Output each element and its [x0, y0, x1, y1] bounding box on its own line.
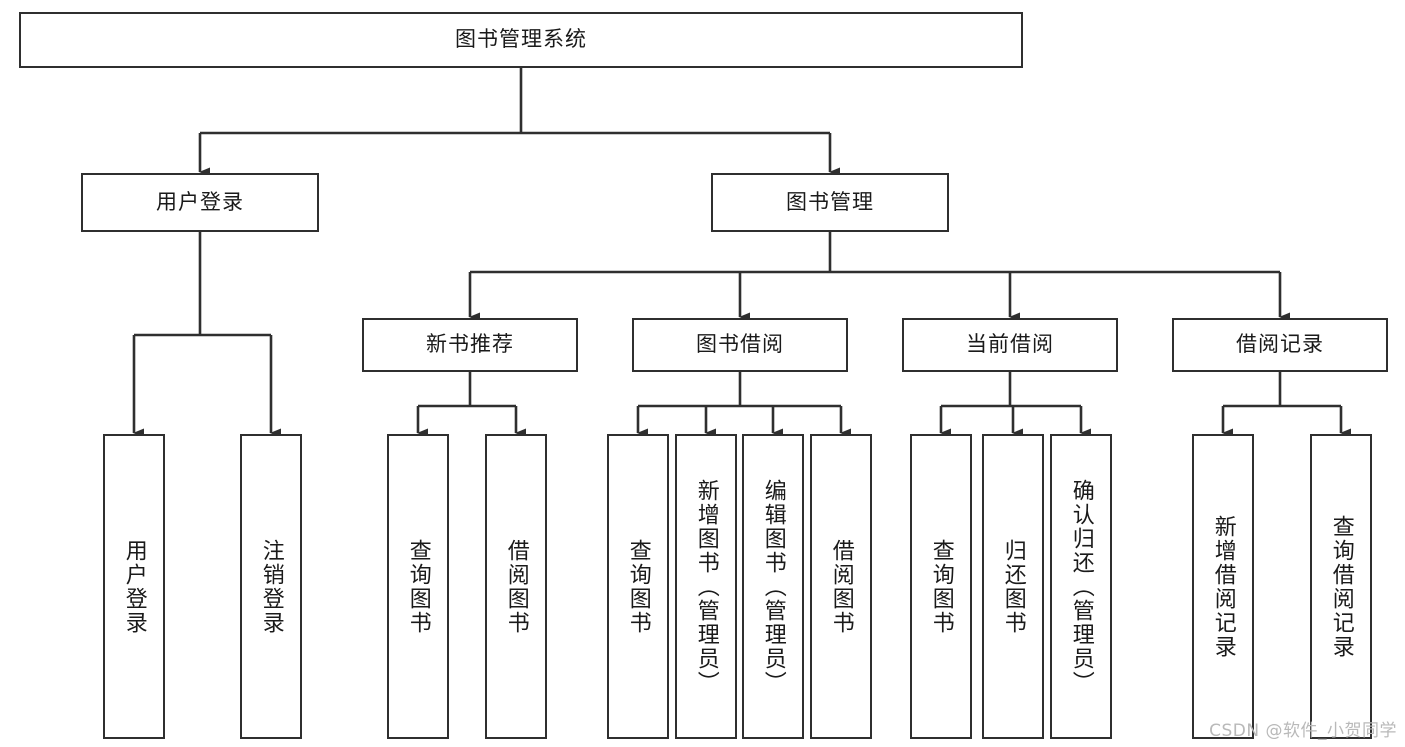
node-label: 注销登录 [258, 538, 284, 635]
node-l4-rec-query[interactable]: 查询借阅记录 [1310, 434, 1372, 739]
node-l4-bo-lend[interactable]: 借阅图书 [810, 434, 872, 739]
node-label: 查询借阅记录 [1328, 514, 1354, 659]
node-label: 查询图书 [928, 538, 954, 635]
node-l4-cur-query[interactable]: 查询图书 [910, 434, 972, 739]
node-l3-new[interactable]: 新书推荐 [362, 318, 578, 372]
node-l4-user-login[interactable]: 用户登录 [103, 434, 165, 739]
node-label: 新书推荐 [426, 332, 514, 357]
node-l2-user[interactable]: 用户登录 [81, 173, 319, 232]
node-label: 当前借阅 [966, 332, 1054, 357]
node-root[interactable]: 图书管理系统 [19, 12, 1023, 68]
node-l3-current[interactable]: 当前借阅 [902, 318, 1118, 372]
node-label: 编辑图书（管理员） [760, 478, 786, 695]
node-label: 归还图书 [1000, 538, 1026, 635]
node-l4-bo-edit[interactable]: 编辑图书（管理员） [742, 434, 804, 739]
node-label: 查询图书 [625, 538, 651, 635]
node-l4-user-logout[interactable]: 注销登录 [240, 434, 302, 739]
node-l3-borrow[interactable]: 图书借阅 [632, 318, 848, 372]
node-label: 图书管理 [786, 189, 874, 214]
node-label: 图书借阅 [696, 332, 784, 357]
node-label: 新增借阅记录 [1210, 514, 1236, 659]
node-label: 借阅图书 [828, 538, 854, 635]
node-label: 用户登录 [121, 538, 147, 635]
node-l3-record[interactable]: 借阅记录 [1172, 318, 1388, 372]
node-label: 图书管理系统 [455, 27, 587, 52]
csdn-watermark: CSDN @软件_小贺同学 [1209, 721, 1397, 741]
node-l4-cur-return[interactable]: 归还图书 [982, 434, 1044, 739]
node-l2-book[interactable]: 图书管理 [711, 173, 949, 232]
node-l4-cur-confirm[interactable]: 确认归还（管理员） [1050, 434, 1112, 739]
node-label: 确认归还（管理员） [1068, 478, 1094, 695]
node-label: 查询图书 [405, 538, 431, 635]
node-label: 用户登录 [156, 189, 244, 214]
node-label: 借阅记录 [1236, 332, 1324, 357]
node-l4-rec-add[interactable]: 新增借阅记录 [1192, 434, 1254, 739]
node-l4-new-query[interactable]: 查询图书 [387, 434, 449, 739]
node-l4-bo-query[interactable]: 查询图书 [607, 434, 669, 739]
node-label: 借阅图书 [503, 538, 529, 635]
node-l4-bo-add[interactable]: 新增图书（管理员） [675, 434, 737, 739]
node-label: 新增图书（管理员） [693, 478, 719, 695]
node-l4-new-borrow[interactable]: 借阅图书 [485, 434, 547, 739]
edge-paths [132, 68, 1351, 438]
